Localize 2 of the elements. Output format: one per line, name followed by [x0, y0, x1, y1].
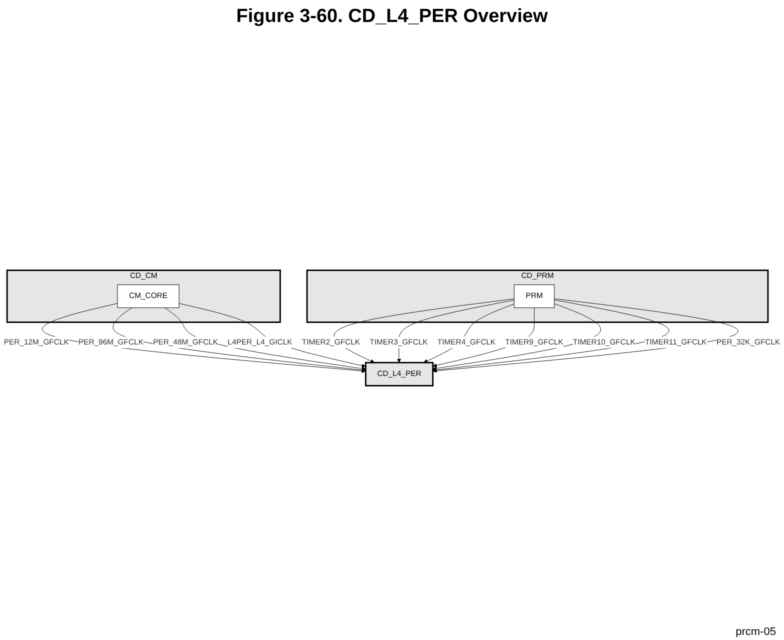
figure-title: Figure 3-60. CD_L4_PER Overview [235, 6, 549, 28]
figure-id-note: prcm-05 [736, 626, 776, 638]
